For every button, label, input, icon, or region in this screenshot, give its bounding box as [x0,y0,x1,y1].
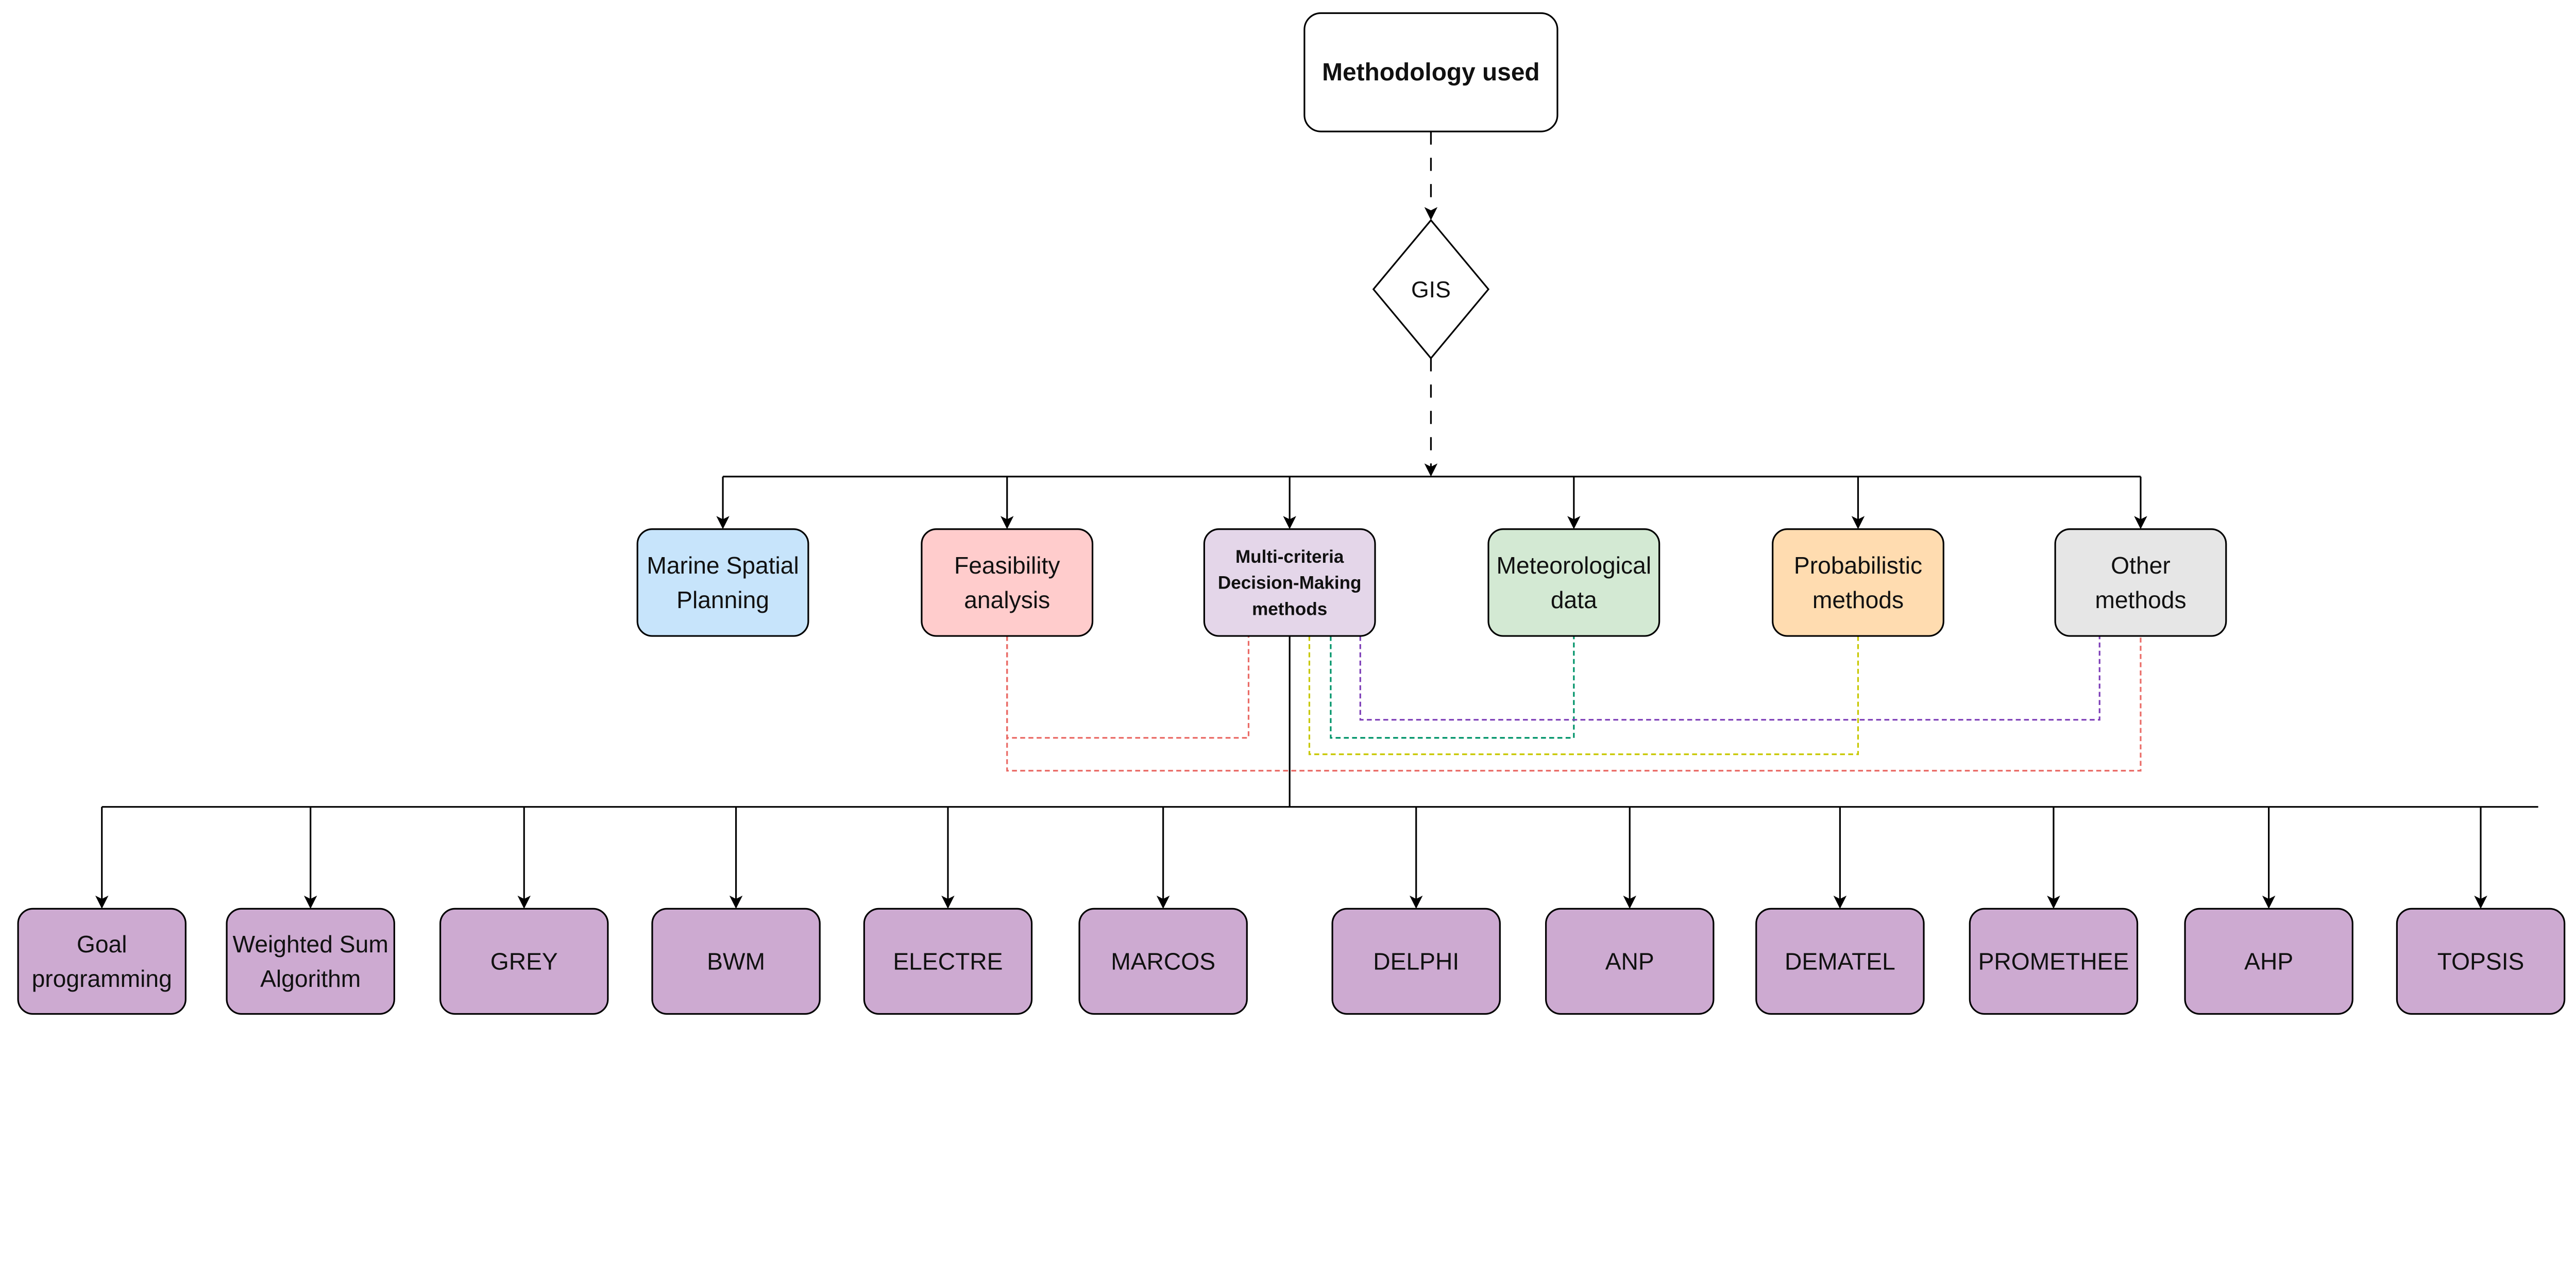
node-label: analysis [964,586,1050,613]
root-node: Methodology used [1303,12,1558,132]
node-label: Weighted Sum [233,931,388,958]
node-label: methods [1812,586,1904,613]
node-electre: ELECTRE [863,908,1033,1015]
node-label: methods [1252,599,1327,619]
node-meteorological-data: Meteorological data [1487,528,1660,637]
link-multi-criteria-decision-making-methods-to-meteorological-data [1330,636,1575,739]
node-label: Goal [77,931,127,958]
node-other-methods: Other methods [2054,528,2227,637]
methodology-diagram: Methodology used GIS Marine SpatialPlann… [17,12,2566,1015]
connectors [95,131,2538,909]
node-box [2184,908,2353,1015]
node-label: data [1551,586,1597,613]
node-label: ELECTRE [893,948,1003,975]
node-box [921,528,1094,637]
node-box [863,908,1033,1015]
node-anp: ANP [1545,908,1715,1015]
node-label: programming [32,965,172,992]
link-feasibility-analysis-to-other-methods [1006,636,2142,772]
link-multi-criteria-decision-making-methods-to-other-methods [1359,636,2100,721]
node-label: methods [2095,586,2186,613]
root-label: Methodology used [1322,59,1539,86]
node-label: Algorithm [260,965,361,992]
node-box [1487,528,1660,637]
node-label: AHP [2244,948,2293,975]
node-ahp: AHP [2184,908,2353,1015]
node-promethee: PROMETHEE [1969,908,2139,1015]
node-marcos: MARCOS [1078,908,1248,1015]
node-feasibility-analysis: Feasibility analysis [921,528,1094,637]
node-box [439,908,609,1015]
node-box [1331,908,1501,1015]
node-label: GREY [490,948,558,975]
link-multi-criteria-decision-making-methods-to-probabilistic-methods [1308,636,1859,755]
node-label: DELPHI [1373,948,1459,975]
node-box [651,908,821,1015]
node-probabilistic-methods: Probabilistic methods [1772,528,1944,637]
node-box [1203,528,1376,637]
gis-label: GIS [1411,277,1451,303]
node-label: Meteorological [1497,552,1652,579]
node-box [1078,908,1248,1015]
node-bwm: BWM [651,908,821,1015]
node-label: Feasibility [954,552,1060,579]
node-label: Marine Spatial [647,552,799,579]
node-box [17,908,187,1015]
node-topsis: TOPSIS [2396,908,2566,1015]
node-box [1545,908,1715,1015]
node-box [1969,908,2139,1015]
node-label: Decision-Making [1218,573,1362,593]
node-goal-programming: Goal programming [17,908,187,1015]
node-box [2396,908,2566,1015]
node-label: Probabilistic [1794,552,1922,579]
node-box [2054,528,2227,637]
node-label: ANP [1605,948,1654,975]
node-label: PROMETHEE [1978,948,2129,975]
node-label: Multi-criteria [1235,547,1344,567]
node-delphi: DELPHI [1331,908,1501,1015]
node-box [1772,528,1944,637]
node-label: Other [2111,552,2171,579]
node-label: BWM [707,948,765,975]
node-box [636,528,809,637]
node-box [1755,908,1925,1015]
link-feasibility-analysis-to-multi-criteria-decision-making-methods [1006,636,1250,739]
node-label: TOPSIS [2437,948,2524,975]
gis-decision-node: GIS [1372,219,1490,360]
node-label: Planning [676,586,769,613]
node-grey: GREY [439,908,609,1015]
node-box [226,908,395,1015]
node-dematel: DEMATEL [1755,908,1925,1015]
node-label: DEMATEL [1785,948,1895,975]
node-label: MARCOS [1111,948,1215,975]
cross-links [1006,636,2142,772]
